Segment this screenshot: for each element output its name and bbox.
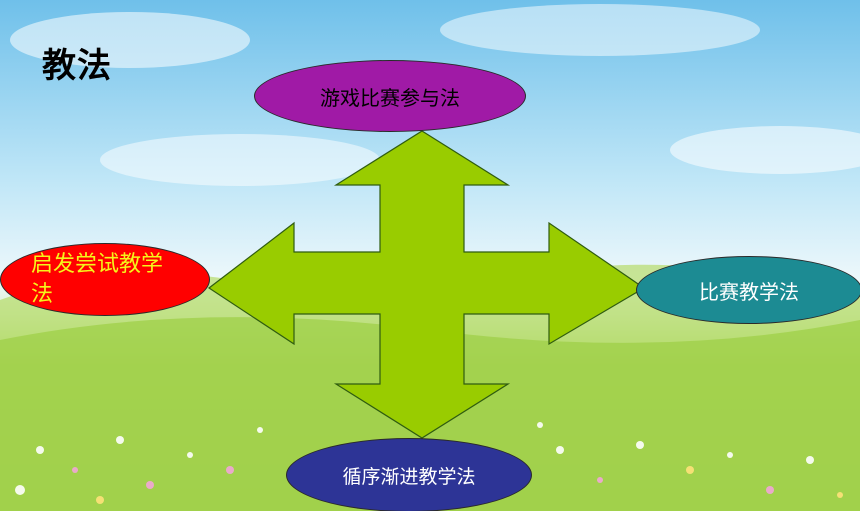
method-label-bottom: 循序渐进教学法 [342, 465, 476, 488]
method-oval-competition-teaching: 比赛教学法 [636, 256, 860, 324]
method-label-top: 游戏比赛参与法 [320, 85, 460, 110]
method-label-left: 启发尝试教学法 [31, 251, 164, 307]
method-oval-heuristic-trial: 启发尝试教学法 [0, 243, 210, 316]
page-title: 教法 [42, 46, 112, 86]
method-oval-game-competition: 游戏比赛参与法 [254, 60, 526, 132]
method-label-right: 比赛教学法 [699, 279, 799, 304]
method-oval-gradual-progression: 循序渐进教学法 [286, 438, 532, 511]
